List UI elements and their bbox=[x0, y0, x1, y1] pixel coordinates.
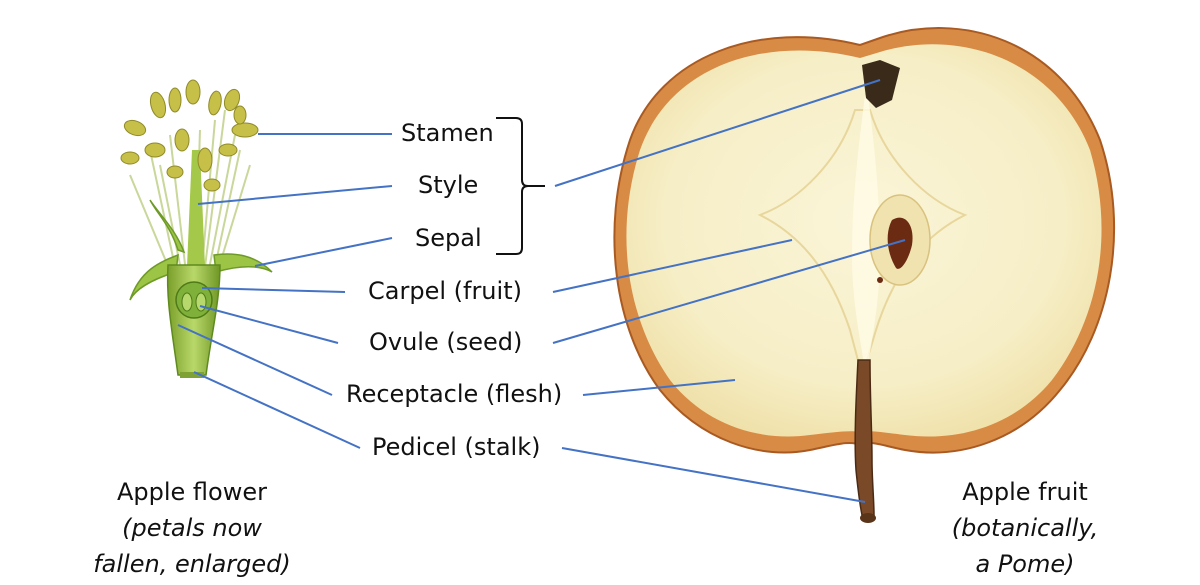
sepal-leader-line bbox=[254, 237, 393, 267]
carpel-left-leader-line bbox=[201, 287, 346, 293]
label-stamen: Stamen bbox=[401, 119, 494, 147]
ovule-left-leader-line bbox=[199, 305, 339, 344]
pedicel-right-leader-line bbox=[561, 447, 866, 503]
flower-caption: Apple flower (petals now fallen, enlarge… bbox=[72, 474, 312, 582]
label-pedicel: Pedicel (stalk) bbox=[372, 433, 541, 461]
fruit-caption-note-1: (botanically, bbox=[951, 514, 1099, 542]
flower-caption-note-1: (petals now bbox=[122, 514, 262, 542]
grouping-bracket bbox=[496, 117, 545, 255]
flower-caption-title: Apple flower bbox=[116, 478, 267, 506]
receptacle-left-leader-line bbox=[177, 324, 333, 396]
label-sepal: Sepal bbox=[415, 224, 482, 252]
pedicel-left-leader-line bbox=[193, 371, 361, 449]
carpel-right-leader-line bbox=[552, 239, 793, 293]
fruit-caption: Apple fruit (botanically, a Pome) bbox=[920, 474, 1130, 582]
apple-fruit-illustration bbox=[613, 27, 1116, 523]
flower-caption-note-2: fallen, enlarged) bbox=[93, 550, 291, 578]
label-receptacle: Receptacle (flesh) bbox=[346, 380, 563, 408]
receptacle-right-leader-line bbox=[582, 379, 736, 396]
label-carpel: Carpel (fruit) bbox=[368, 277, 522, 305]
fruit-caption-note-2: a Pome) bbox=[975, 550, 1075, 578]
ovule-right-leader-line bbox=[552, 239, 906, 344]
label-style: Style bbox=[418, 171, 479, 199]
stamen-style-sepal-right-leader-line bbox=[554, 79, 881, 187]
style-leader-line bbox=[197, 185, 393, 205]
label-ovule: Ovule (seed) bbox=[369, 328, 523, 356]
apple-flower-illustration bbox=[120, 79, 273, 378]
leader-lines bbox=[177, 79, 906, 503]
fruit-caption-title: Apple fruit bbox=[962, 478, 1088, 506]
